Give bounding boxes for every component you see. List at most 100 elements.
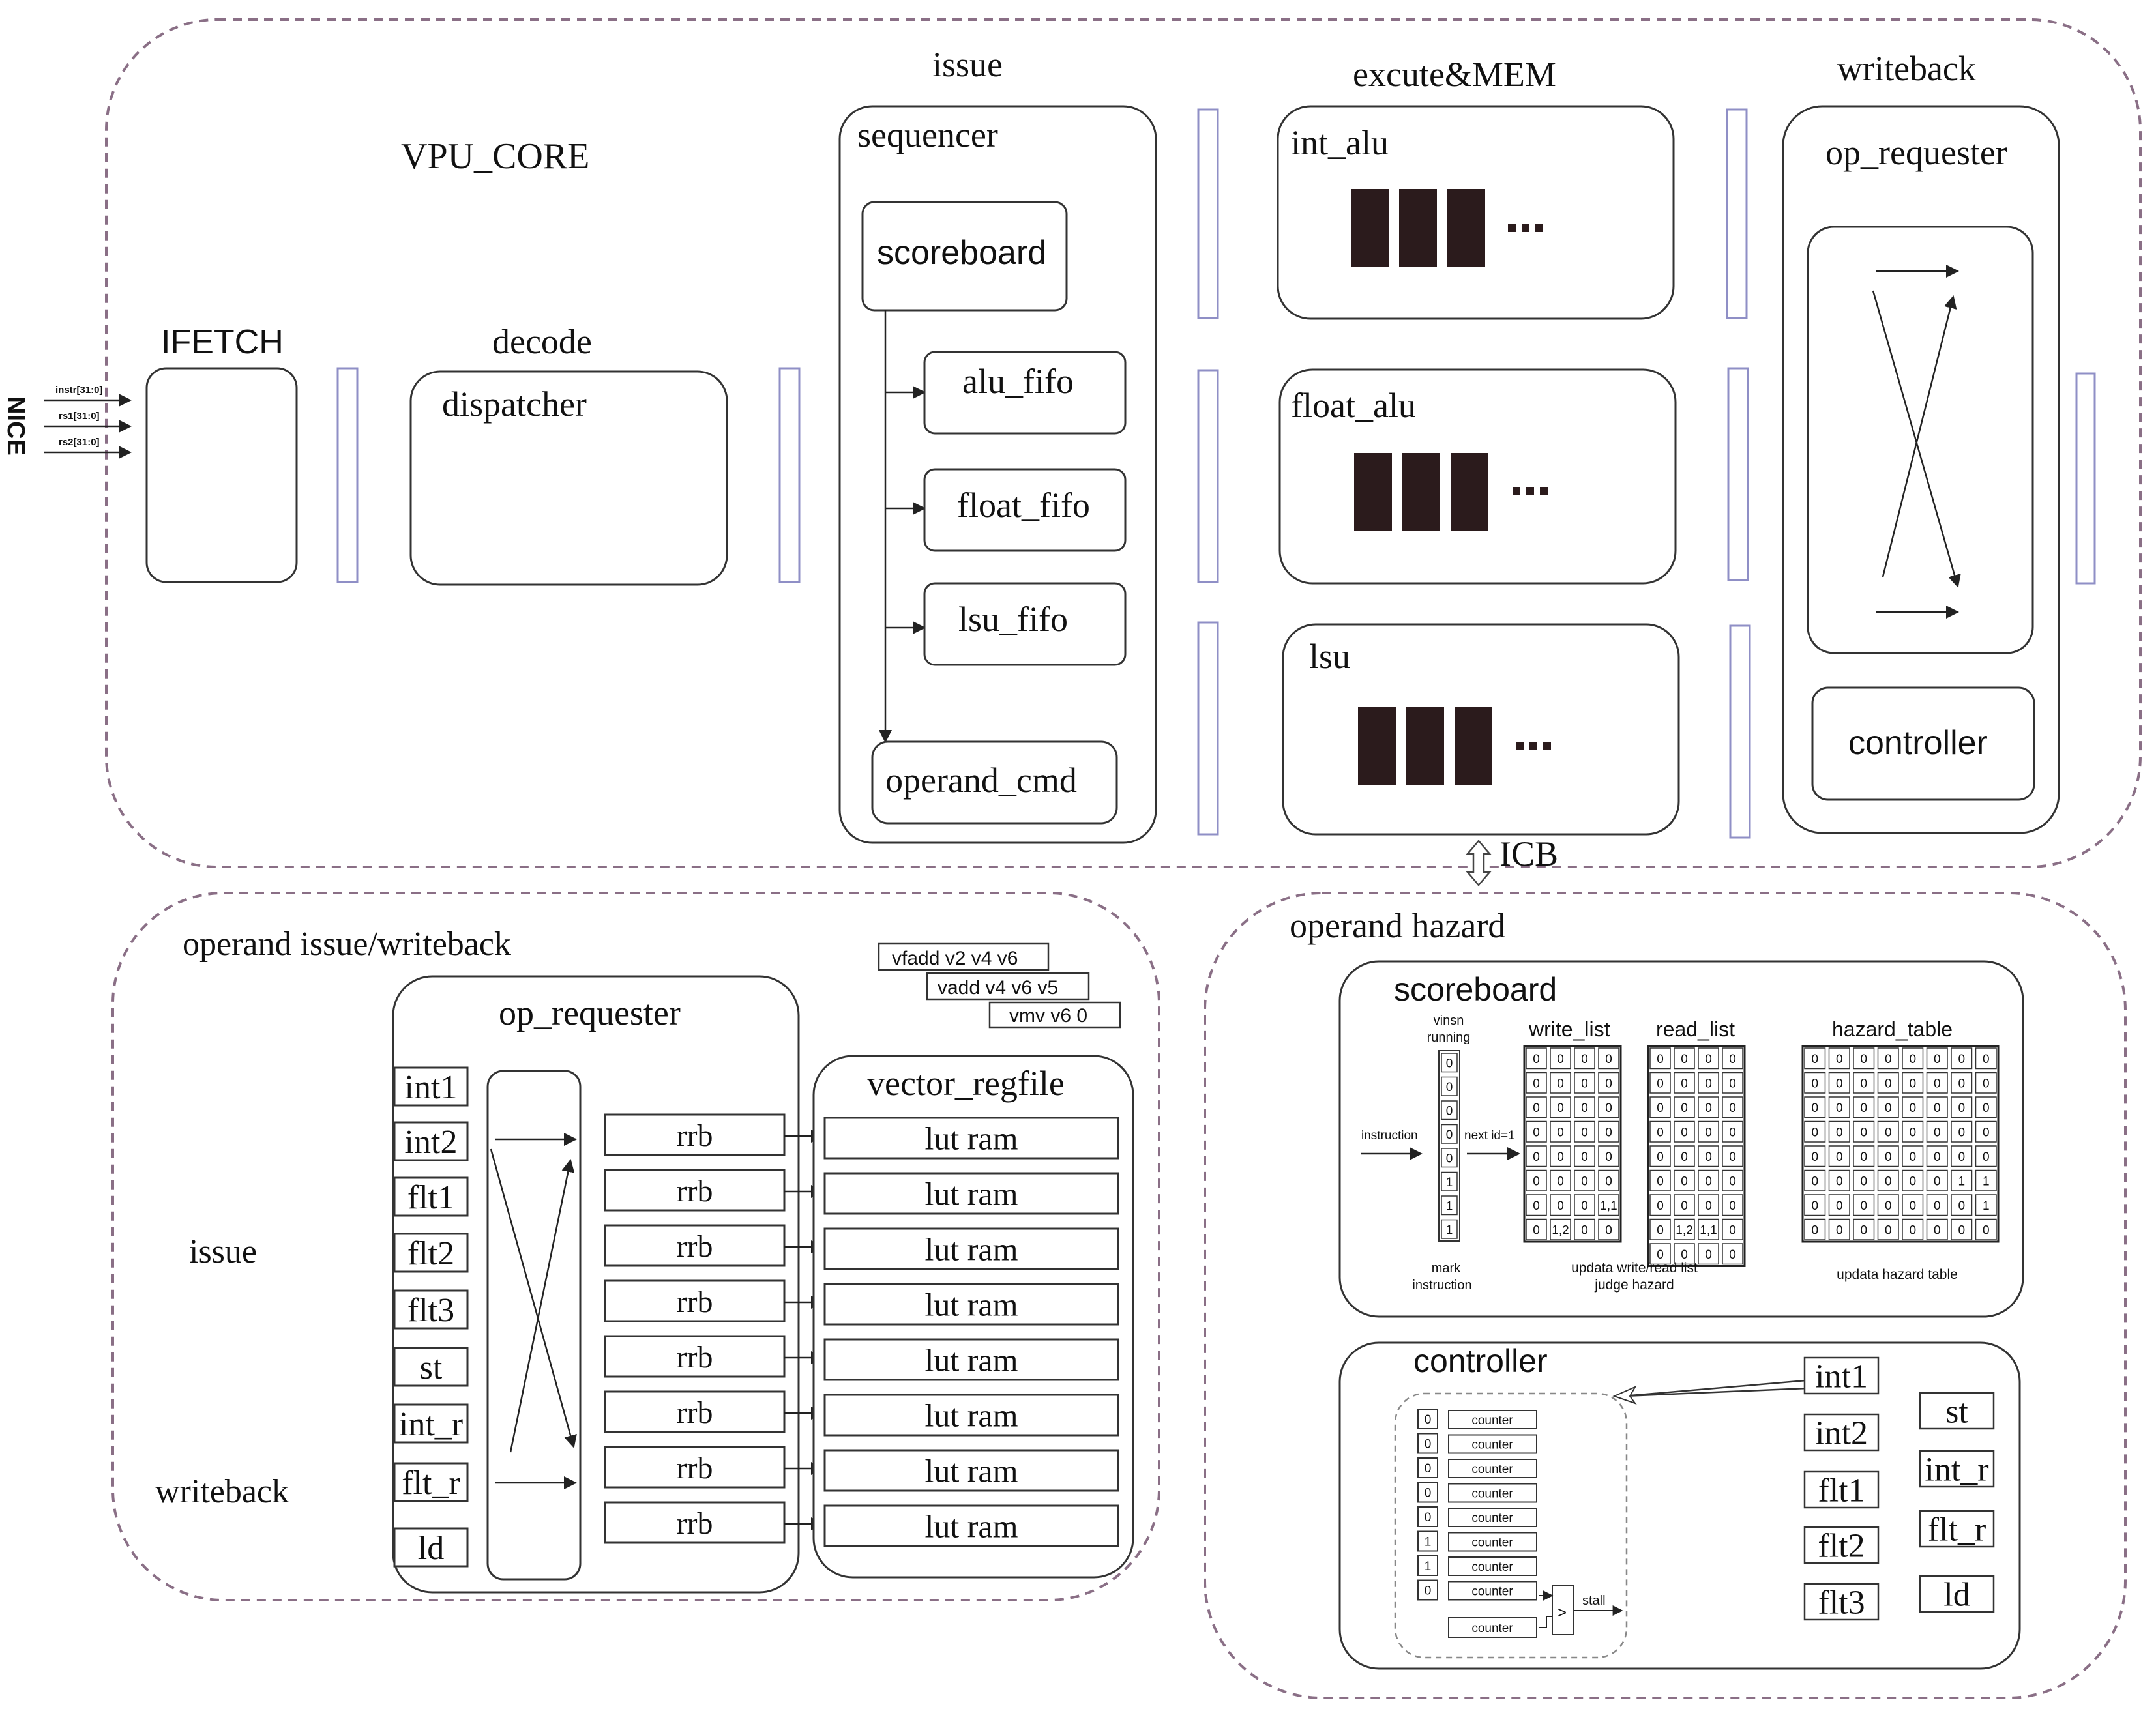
svg-text:lut ram: lut ram [924, 1397, 1018, 1434]
svg-text:0: 0 [1811, 1175, 1818, 1188]
svg-text:flt3: flt3 [1818, 1585, 1865, 1622]
svg-text:0: 0 [1581, 1102, 1588, 1115]
svg-text:counter: counter [1471, 1439, 1513, 1452]
svg-text:0: 0 [1729, 1077, 1736, 1090]
svg-text:0: 0 [1533, 1175, 1540, 1188]
svg-text:int1: int1 [1815, 1358, 1868, 1395]
hazard-table-cell: 0 [1853, 1145, 1875, 1167]
read-list-cell: 0 [1698, 1145, 1719, 1167]
svg-text:flt3: flt3 [407, 1292, 454, 1329]
read-list-cell: 0 [1649, 1096, 1671, 1118]
lsu-fifo-label: lsu_fifo [958, 600, 1068, 639]
svg-text:0: 0 [1860, 1102, 1867, 1115]
read-list-cell: 0 [1698, 1194, 1719, 1216]
hazard-table-cell: 0 [1804, 1145, 1826, 1167]
svg-text:1: 1 [1446, 1176, 1453, 1190]
hazard-table-cell: 1 [1975, 1169, 1997, 1191]
instruction-examples: vfadd v2 v4 v6 vadd v4 v6 v5 vmv v6 0 [878, 942, 1121, 1029]
svg-text:0: 0 [1836, 1102, 1843, 1115]
hazard-table-cell: 0 [1804, 1120, 1826, 1143]
write-list-cell: 0 [1550, 1072, 1571, 1094]
read-list-cell: 0 [1722, 1072, 1743, 1094]
svg-text:0: 0 [1681, 1199, 1688, 1213]
svg-text:0: 0 [1958, 1053, 1965, 1066]
svg-text:vmv v6 0: vmv v6 0 [1009, 1005, 1087, 1027]
svg-text:0: 0 [1446, 1152, 1453, 1165]
svg-text:0: 0 [1811, 1102, 1818, 1115]
svg-text:instr[31:0]: instr[31:0] [55, 385, 103, 396]
svg-text:lut ram: lut ram [924, 1120, 1018, 1157]
ctrl-port-flt1: flt1 [1803, 1470, 1880, 1510]
svg-text:0: 0 [1425, 1487, 1432, 1500]
svg-text:0: 0 [1983, 1223, 1990, 1237]
rrb-box-5: rrb [604, 1335, 786, 1378]
svg-text:0: 0 [1425, 1413, 1432, 1427]
svg-text:0: 0 [1533, 1150, 1540, 1164]
read-list-cell: 0 [1722, 1120, 1743, 1143]
hazard-table-cell: 0 [1804, 1096, 1826, 1118]
hazard-table-cell: 0 [1877, 1072, 1899, 1094]
svg-text:0: 0 [1581, 1199, 1588, 1213]
svg-text:0: 0 [1533, 1126, 1540, 1139]
svg-text:0: 0 [1657, 1077, 1664, 1090]
svg-text:0: 0 [1446, 1104, 1453, 1118]
svg-text:0: 0 [1729, 1150, 1736, 1164]
op-port-flt-r: flt_r [393, 1462, 469, 1502]
svg-text:0: 0 [1557, 1126, 1564, 1139]
svg-text:0: 0 [1958, 1223, 1965, 1237]
op-crossbar-arrows [490, 1133, 577, 1489]
alu-fifo-label: alu_fifo [962, 362, 1074, 401]
svg-text:0: 0 [1860, 1053, 1867, 1066]
ctrl-port-int2: int2 [1803, 1413, 1880, 1452]
write-list-cell: 0 [1526, 1194, 1547, 1216]
list-caption-line-1: updata write/read list [1571, 1261, 1698, 1276]
svg-text:0: 0 [1729, 1053, 1736, 1066]
svg-text:0: 0 [1425, 1511, 1432, 1525]
read-list-cell: 0 [1698, 1120, 1719, 1143]
write-list-cell: 0 [1550, 1194, 1571, 1216]
wb-crossbar-arrows [1872, 265, 1961, 619]
float-fifo-label: float_fifo [957, 486, 1090, 525]
vinsn-cell: 1 [1441, 1171, 1458, 1191]
hazard-table-cell: 1 [1951, 1169, 1973, 1191]
lut-ram-box-4: lut ram [823, 1283, 1119, 1326]
port-to-counter-arrowhead [1612, 1385, 1637, 1405]
svg-text:0: 0 [1885, 1223, 1892, 1237]
read-list-cell: 0 [1649, 1072, 1671, 1094]
svg-text:lut ram: lut ram [924, 1231, 1018, 1268]
hazard-table-cell: 0 [1926, 1218, 1948, 1240]
read-list-cell: 0 [1649, 1145, 1671, 1167]
write-list-title: write_list [1528, 1017, 1610, 1041]
svg-text:0: 0 [1681, 1150, 1688, 1164]
write-list-cell: 0 [1526, 1072, 1547, 1094]
write-list-cell: 0 [1598, 1218, 1619, 1240]
svg-text:0: 0 [1705, 1077, 1712, 1090]
svg-text:int_r: int_r [399, 1406, 463, 1443]
op-requester-label: op_requester [499, 993, 681, 1032]
svg-text:1: 1 [1983, 1175, 1990, 1188]
svg-text:0: 0 [1557, 1175, 1564, 1188]
svg-text:1,2: 1,2 [1676, 1223, 1692, 1237]
hazard-table-cell: 0 [1877, 1169, 1899, 1191]
op-port-flt1: flt1 [393, 1176, 469, 1217]
svg-text:0: 0 [1909, 1199, 1916, 1213]
read-list-cell: 0 [1674, 1072, 1695, 1094]
write-list-cell: 0 [1598, 1072, 1619, 1094]
issue-stage-label: issue [932, 45, 1003, 84]
hazard-table-cell: 0 [1951, 1194, 1973, 1216]
svg-text:0: 0 [1657, 1126, 1664, 1139]
svg-text:0: 0 [1836, 1077, 1843, 1090]
svg-text:0: 0 [1533, 1199, 1540, 1213]
write-list-cell: 0 [1574, 1145, 1595, 1167]
svg-text:0: 0 [1983, 1150, 1990, 1164]
compare-symbol: > [1558, 1604, 1567, 1622]
vinsn-header-line-2: running [1427, 1030, 1471, 1045]
hazard-table-cell: 0 [1804, 1072, 1826, 1094]
write-list-cell: 0 [1526, 1145, 1547, 1167]
svg-text:0: 0 [1836, 1199, 1843, 1213]
vinsn-cell: 0 [1441, 1053, 1458, 1073]
